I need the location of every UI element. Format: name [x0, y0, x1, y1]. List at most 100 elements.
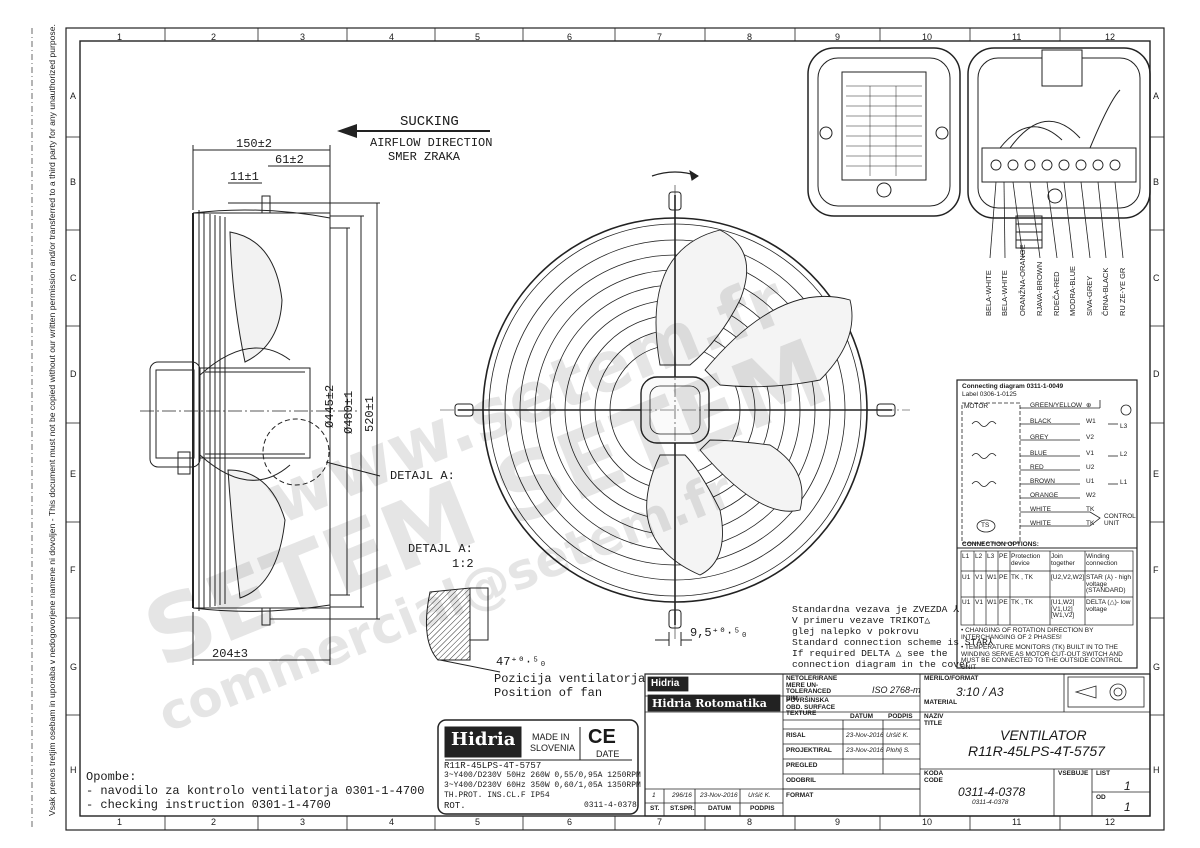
grid-column-label: 4 [389, 32, 395, 42]
tb-material: MATERIAL [924, 699, 958, 706]
wire-label: ORANŽNA-ORANGE [1018, 244, 1027, 316]
options-header-cell: L3 [987, 553, 995, 560]
connection-note: Standardna vezava je ZVEZDA ⅄ V primeru … [792, 604, 994, 670]
options-header-cell: Protection device [1011, 553, 1041, 567]
tb-vsebuje: VSEBUJE [1058, 770, 1089, 777]
grid-column-label: 2 [211, 817, 217, 827]
line-l2: L2 [1120, 451, 1128, 458]
grid-row-label: A [1153, 91, 1160, 101]
tb-standard: ISO 2768-m [872, 685, 921, 695]
grid-row-label: H [1153, 765, 1160, 775]
ts-label: TS [981, 522, 990, 529]
tb-code-small: 0311-4-0378 [972, 799, 1009, 806]
options-cell: U1 [962, 574, 971, 581]
grid-row-label: C [70, 273, 77, 283]
dim-204: 204±3 [212, 647, 249, 661]
front-view [440, 169, 910, 646]
tb-title-2: R11R-45LPS-4T-5757 [968, 743, 1105, 759]
terminal-label: V1 [1086, 450, 1094, 457]
nameplate-model: R11R-45LPS-4T-5757 [444, 761, 542, 771]
options-cell: U1 [962, 599, 971, 606]
options-cell: DELTA (△)- low voltage [1086, 599, 1131, 613]
tb-naziv: NAZIV TITLE [924, 713, 944, 727]
grid-column-label: 10 [922, 32, 933, 42]
grid-column-label: 1 [117, 32, 123, 42]
tb-od: OD [1096, 794, 1106, 801]
grid-column-label: 3 [300, 32, 306, 42]
wire-color: WHITE [1030, 520, 1051, 527]
tb-list: LIST [1096, 770, 1111, 777]
wire-label: BELA-WHITE [1000, 270, 1009, 316]
tb-rev-2: 296/16 [672, 792, 692, 799]
nameplate-spec-3: TH.PROT. INS.CL.F IP54 [444, 791, 550, 800]
wire-color: BLUE [1030, 450, 1047, 457]
grid-column-label: 2 [211, 32, 217, 42]
notes-line-1: - navodilo za kontrolo ventilatorja 0301… [86, 784, 425, 798]
tb-rev-h-2: ST.SPR. [670, 805, 695, 812]
wire-color: ORANGE [1030, 492, 1059, 499]
grid-column-label: 3 [300, 817, 306, 827]
made-in: MADE IN [532, 732, 570, 742]
terminal-label: TK [1086, 520, 1095, 527]
grid-row-label: F [1153, 565, 1159, 575]
tb-brand-2: Hidria Rotomatika [652, 697, 767, 710]
options-cell: V1 [975, 599, 983, 606]
terminal-label: ⊕ [1086, 402, 1092, 409]
nameplate-rot: ROT. [444, 801, 466, 811]
options-cell: PE [999, 599, 1008, 606]
options-cell: W1 [987, 574, 997, 581]
grid-ticks [66, 28, 1164, 830]
tb-format: FORMAT [786, 792, 814, 799]
wire-color: BLACK [1030, 418, 1052, 425]
made-in-country: SLOVENIA [530, 743, 576, 753]
dim-445: Ø445±2 [323, 384, 337, 428]
tb-surface: POVRŠINSKA OBD. SURFACE TEXTURE [786, 697, 836, 717]
nameplate-spec-1: 3~Y400/D230V 50Hz 260W 0,55/0,95A 1250RP… [444, 771, 641, 780]
wire-color: RED [1030, 464, 1044, 471]
wire-label: RDEČA-RED [1052, 271, 1061, 316]
options-title: CONNECTION OPTIONS: [962, 541, 1039, 548]
terminal-label: V2 [1086, 434, 1094, 441]
terminal-label: TK [1086, 506, 1095, 513]
grid-row-label: E [1153, 469, 1160, 479]
wire-label: SIVA-GREY [1085, 275, 1094, 316]
tb-code: 0311-4-0378 [958, 785, 1026, 799]
wiring-header-2: Label 0306-1-0125 [962, 391, 1017, 398]
grid-column-label: 6 [567, 817, 573, 827]
wiring-note-2: • TEMPERATURE MONITORS (TK) BUILT IN TO … [961, 644, 1123, 671]
options-cell: PE [999, 574, 1008, 581]
tb-rev-h-1: ST. [650, 805, 660, 812]
options-header-cell: L2 [975, 553, 983, 560]
nameplate-spec-2: 3~Y400/D230V 60Hz 350W 0,60/1,05A 1350RP… [444, 781, 641, 790]
tb-sign-2: Plohlj S. [886, 747, 910, 754]
wire-label: BELA-WHITE [984, 270, 993, 316]
nameplate-brand: Hidria [451, 729, 516, 750]
grid-column-label: 11 [1012, 817, 1022, 827]
options-cell: W1 [987, 599, 997, 606]
tb-podpis-h: PODPIS [888, 713, 913, 720]
tb-date-2: 23-Nov-2016 [846, 747, 884, 754]
grid-row-label: D [1153, 369, 1160, 379]
grid-row-label: A [70, 91, 77, 101]
tb-of: 1 [1124, 800, 1131, 814]
tb-rev-h-4: PODPIS [750, 805, 775, 812]
options-cell: TK , TK [1011, 574, 1033, 581]
grid-column-label: 7 [657, 817, 663, 827]
ce-mark: CE [588, 726, 616, 748]
grid-column-label: 4 [389, 817, 395, 827]
terminal-label: W2 [1086, 492, 1096, 499]
grid-row-label: G [70, 662, 78, 672]
tb-sheet: 1 [1124, 779, 1131, 793]
detail-a-drawing [425, 587, 501, 673]
tb-brand-1: Hidria [651, 678, 680, 689]
grid-row-label: F [70, 565, 76, 575]
tb-rev-1: 1 [652, 792, 656, 799]
tb-scale: 3:10 / A3 [956, 685, 1004, 699]
wire-color: WHITE [1030, 506, 1051, 513]
wire-color: BROWN [1030, 478, 1055, 485]
tb-date-1: 23-Nov-2016 [846, 732, 884, 739]
wiring-header-1: Connecting diagram 0311-1-0049 [962, 383, 1064, 390]
tb-scale-label: MERILO/FORMAT [924, 675, 979, 682]
grid-column-label: 9 [835, 32, 841, 42]
dim-150: 150±2 [236, 137, 273, 151]
